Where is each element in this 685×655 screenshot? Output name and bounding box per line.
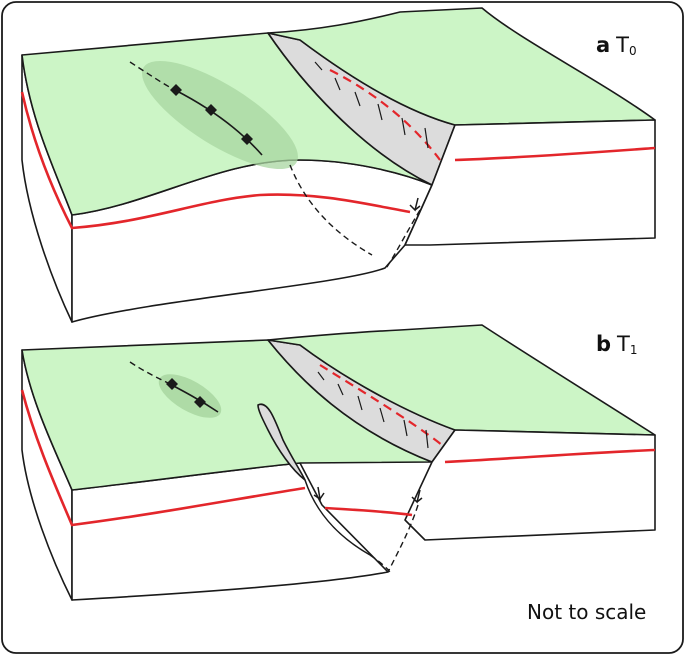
downthrow-arrow-icon [411,489,423,504]
panel-a-fold-axis-dashed [129,61,176,91]
downthrow-arrow-icon [313,486,325,501]
panel-b-fold-axis-dashed [129,361,169,384]
panel-a-fault-trace-left [289,164,373,256]
panel-a-block [21,7,656,323]
downthrow-arrow-icon [409,197,421,212]
panel-b-block [21,324,656,601]
panel-b-secondary-fault-plane [304,479,371,556]
panel-b-right-side-face [404,429,656,541]
panel-a-scarp-ticks [314,61,429,149]
panel-a-fault-trace-right [384,209,421,271]
panel-b-horizon-scarp-dashed [319,364,443,446]
panel-b-right-surface [267,324,656,436]
scale-note: Not to scale [527,600,647,624]
fold-axis-marker-icon [241,133,253,145]
panel-b-horizon-front [20,389,306,527]
panel-a-time-subscript: 0 [629,44,637,58]
panel-b-horizon-right [444,448,656,464]
fold-axis-marker-icon [166,378,178,390]
panel-a-fold-highlight [142,60,298,170]
fold-axis-marker-icon [194,396,206,408]
panel-b-horizon-middle [324,506,413,517]
panel-a-fold-axis [174,89,263,156]
panel-b-letter: b [596,332,612,356]
panel-a-right-surface [267,7,656,126]
fold-axis-marker-icon [170,84,182,96]
fold-axis-marker-icon [205,104,217,116]
panel-b-fold-markers [166,378,206,408]
panel-a-horizon-front [20,91,411,230]
panel-a-letter: a [596,33,611,57]
panel-b-scarp-ticks [317,371,429,449]
panel-b-time: T [617,332,630,356]
panel-a-fold-markers [170,84,253,145]
panel-a-horizon-right [454,146,656,162]
panel-a-horizon-scarp-dashed [329,69,441,161]
panel-b-time-subscript: 1 [629,343,638,357]
panel-a-time: T [616,33,629,57]
